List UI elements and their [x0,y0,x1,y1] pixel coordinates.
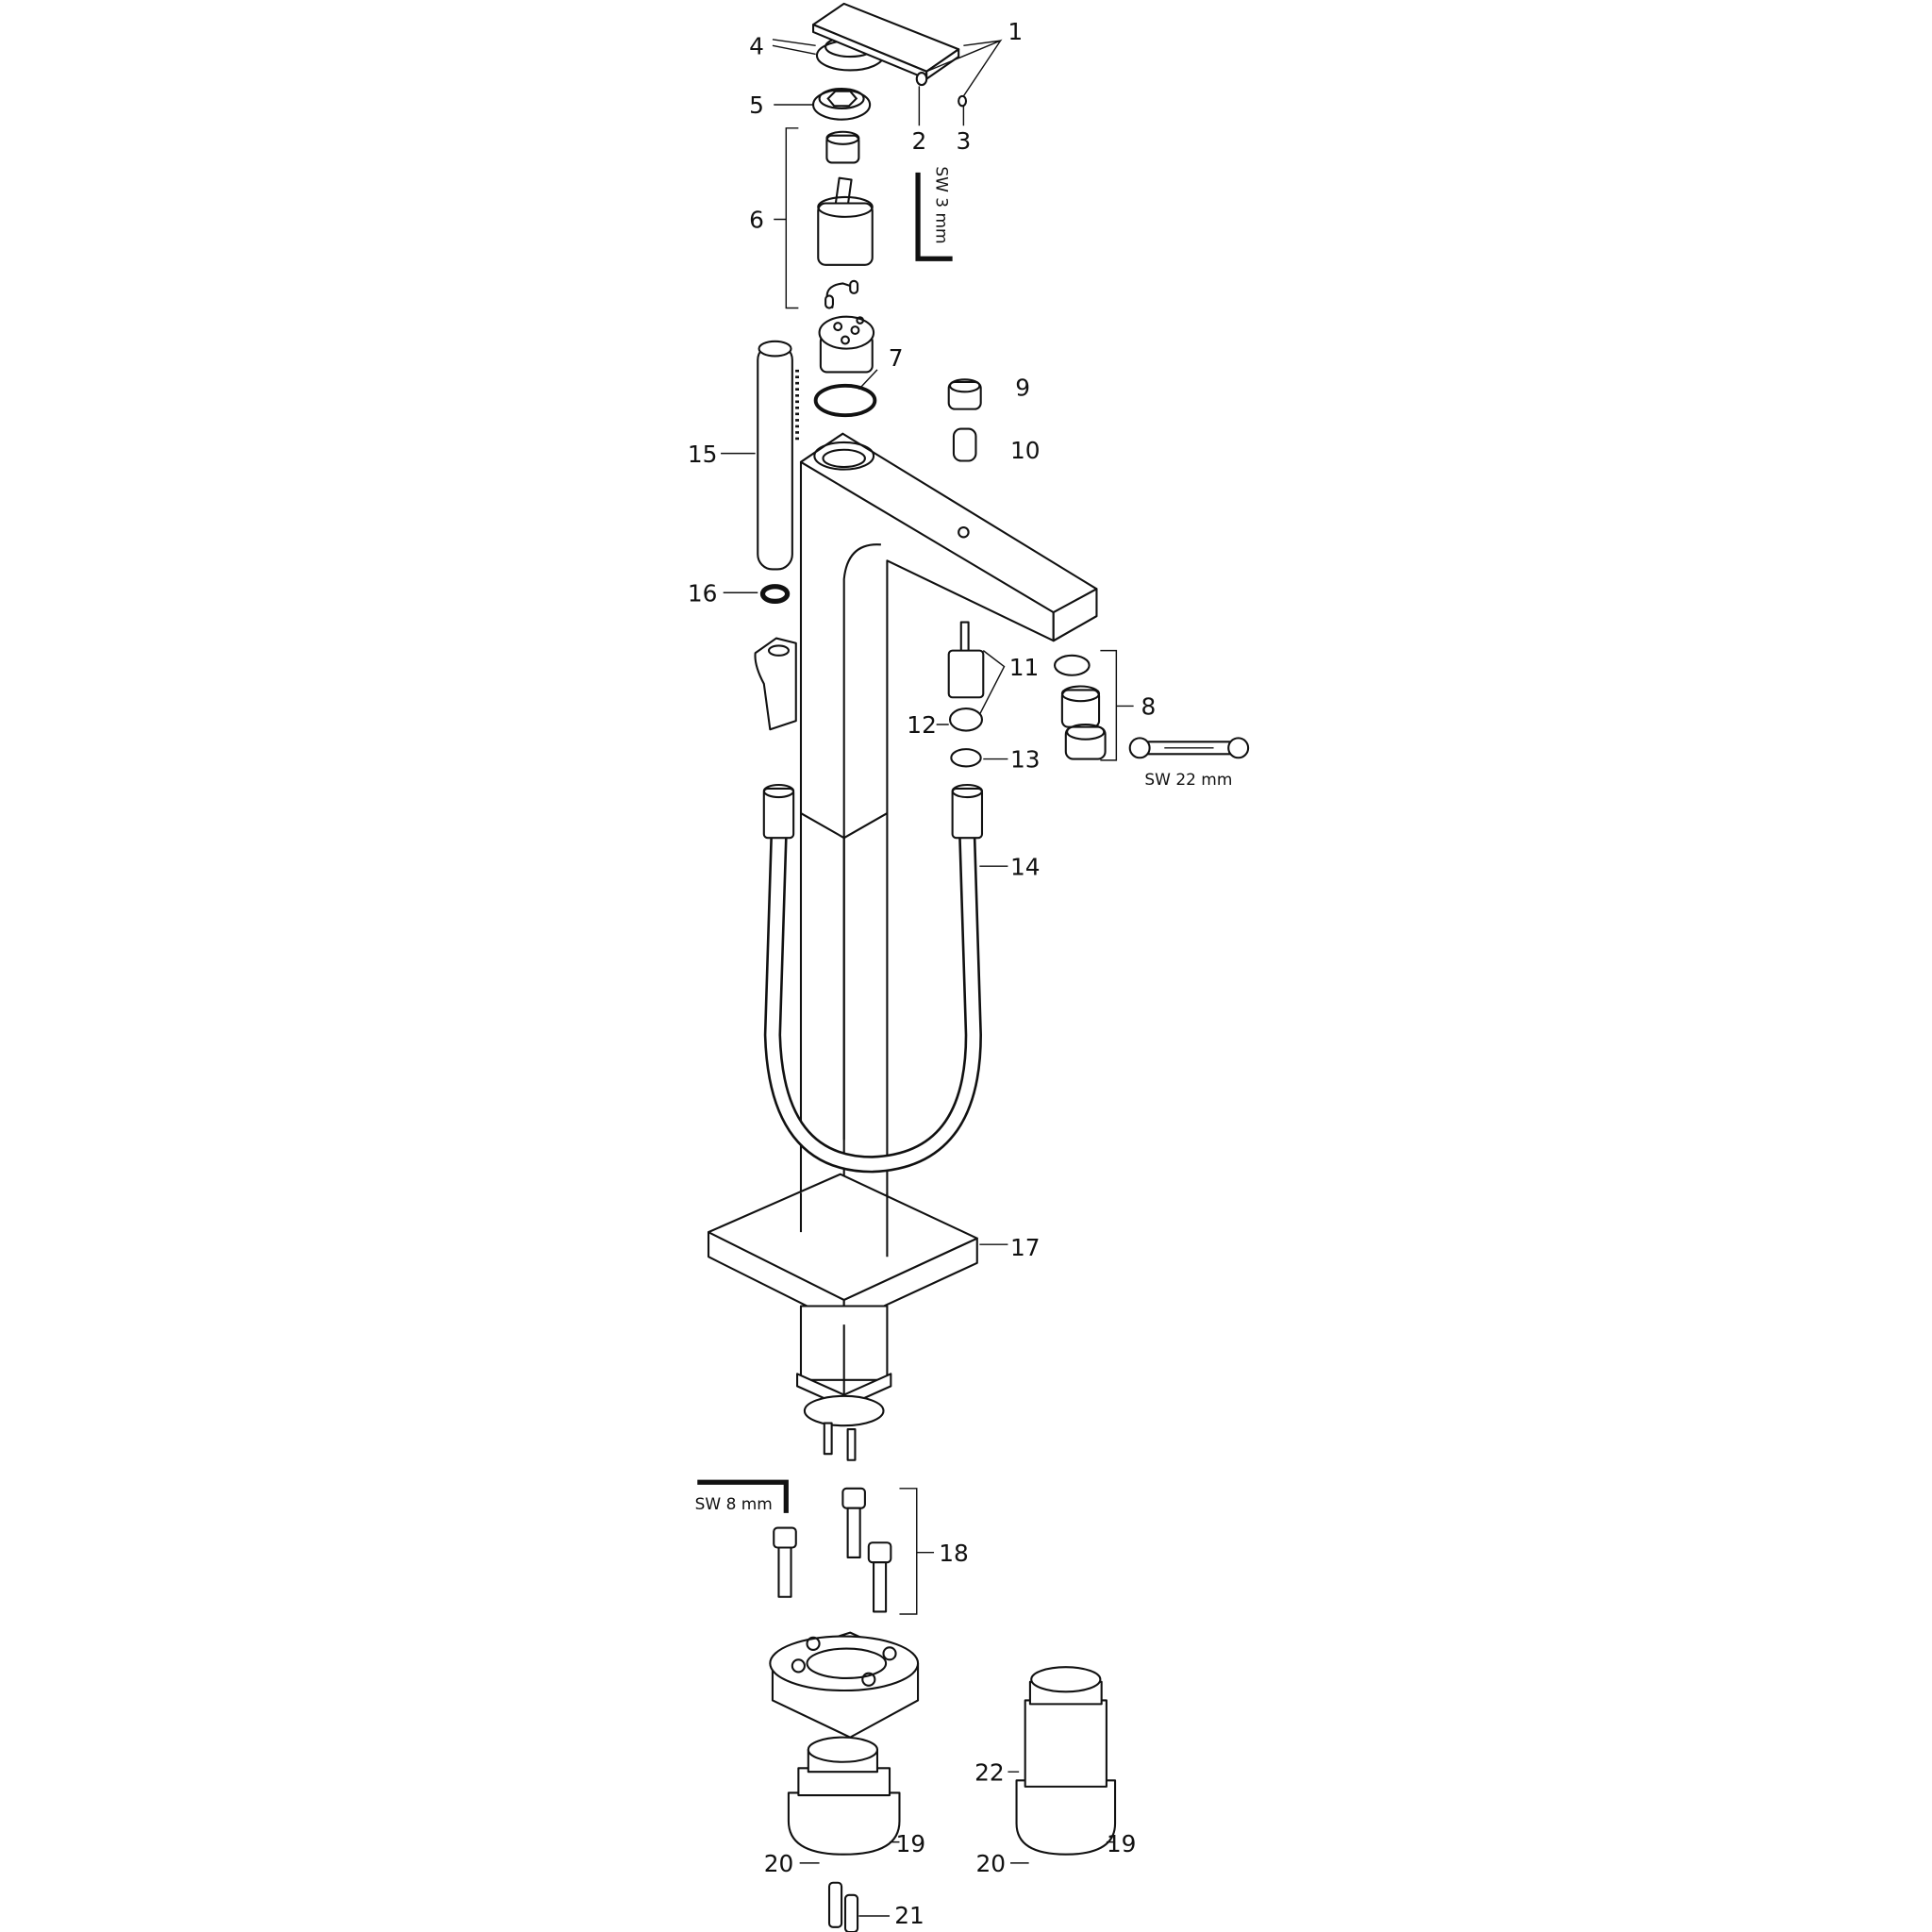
leader-lines [721,39,1134,1917]
part-label-19: 19 [1107,1830,1137,1857]
part-hose [762,783,984,1174]
part-label-6: 6 [749,207,764,234]
part-label-7: 7 [889,344,904,372]
part-label-15: 15 [688,441,718,468]
part-diverter [947,621,985,768]
part-screws [773,1487,892,1613]
hex-key-icon [697,1479,789,1513]
part-label-20: 20 [975,1850,1006,1877]
part-grub-screw [915,72,928,87]
wrench-icon [1128,737,1250,759]
hex-key-icon [915,172,953,261]
part-label-8: 8 [1141,693,1156,721]
part-extension [1015,1666,1117,1856]
part-pin-10 [952,427,977,462]
part-faucet-body [799,432,1098,1234]
part-aerator [1053,654,1107,760]
part-cartridge [817,130,874,309]
part-label-2: 2 [912,127,927,155]
part-label-9: 9 [1015,374,1030,401]
part-valve-base [813,315,877,418]
part-label-10: 10 [1010,437,1041,464]
part-pins-21 [827,1881,859,1932]
part-label-17: 17 [1010,1234,1041,1261]
part-mounting-flange [769,1631,920,1739]
part-lower-column [796,1305,892,1461]
part-nut [811,87,872,121]
tool-label-sw3: SW 3 mm [932,166,951,243]
part-label-16: 16 [688,579,718,607]
part-label-12: 12 [907,711,937,739]
part-hand-shower [757,340,800,571]
part-label-4: 4 [749,32,764,59]
tool-label-sw8: SW 8 mm [695,1495,773,1514]
part-cap-9 [947,378,982,410]
part-label-1: 1 [1008,18,1023,45]
part-label-18: 18 [939,1540,969,1567]
part-screw-cap [958,94,968,108]
part-seal-16 [759,584,791,604]
part-base-plate [707,1173,978,1326]
part-label-5: 5 [749,92,764,119]
part-label-21: 21 [894,1902,924,1929]
part-label-22: 22 [974,1758,1005,1786]
part-shower-holder [754,637,797,731]
part-label-14: 14 [1010,853,1041,880]
part-label-13: 13 [1010,746,1041,774]
part-label-19: 19 [896,1830,926,1857]
part-label-3: 3 [957,127,972,155]
part-connector-short [787,1736,901,1856]
tool-label-sw22: SW 22 mm [1144,771,1232,790]
part-label-20: 20 [764,1850,794,1877]
part-label-11: 11 [1009,654,1040,681]
